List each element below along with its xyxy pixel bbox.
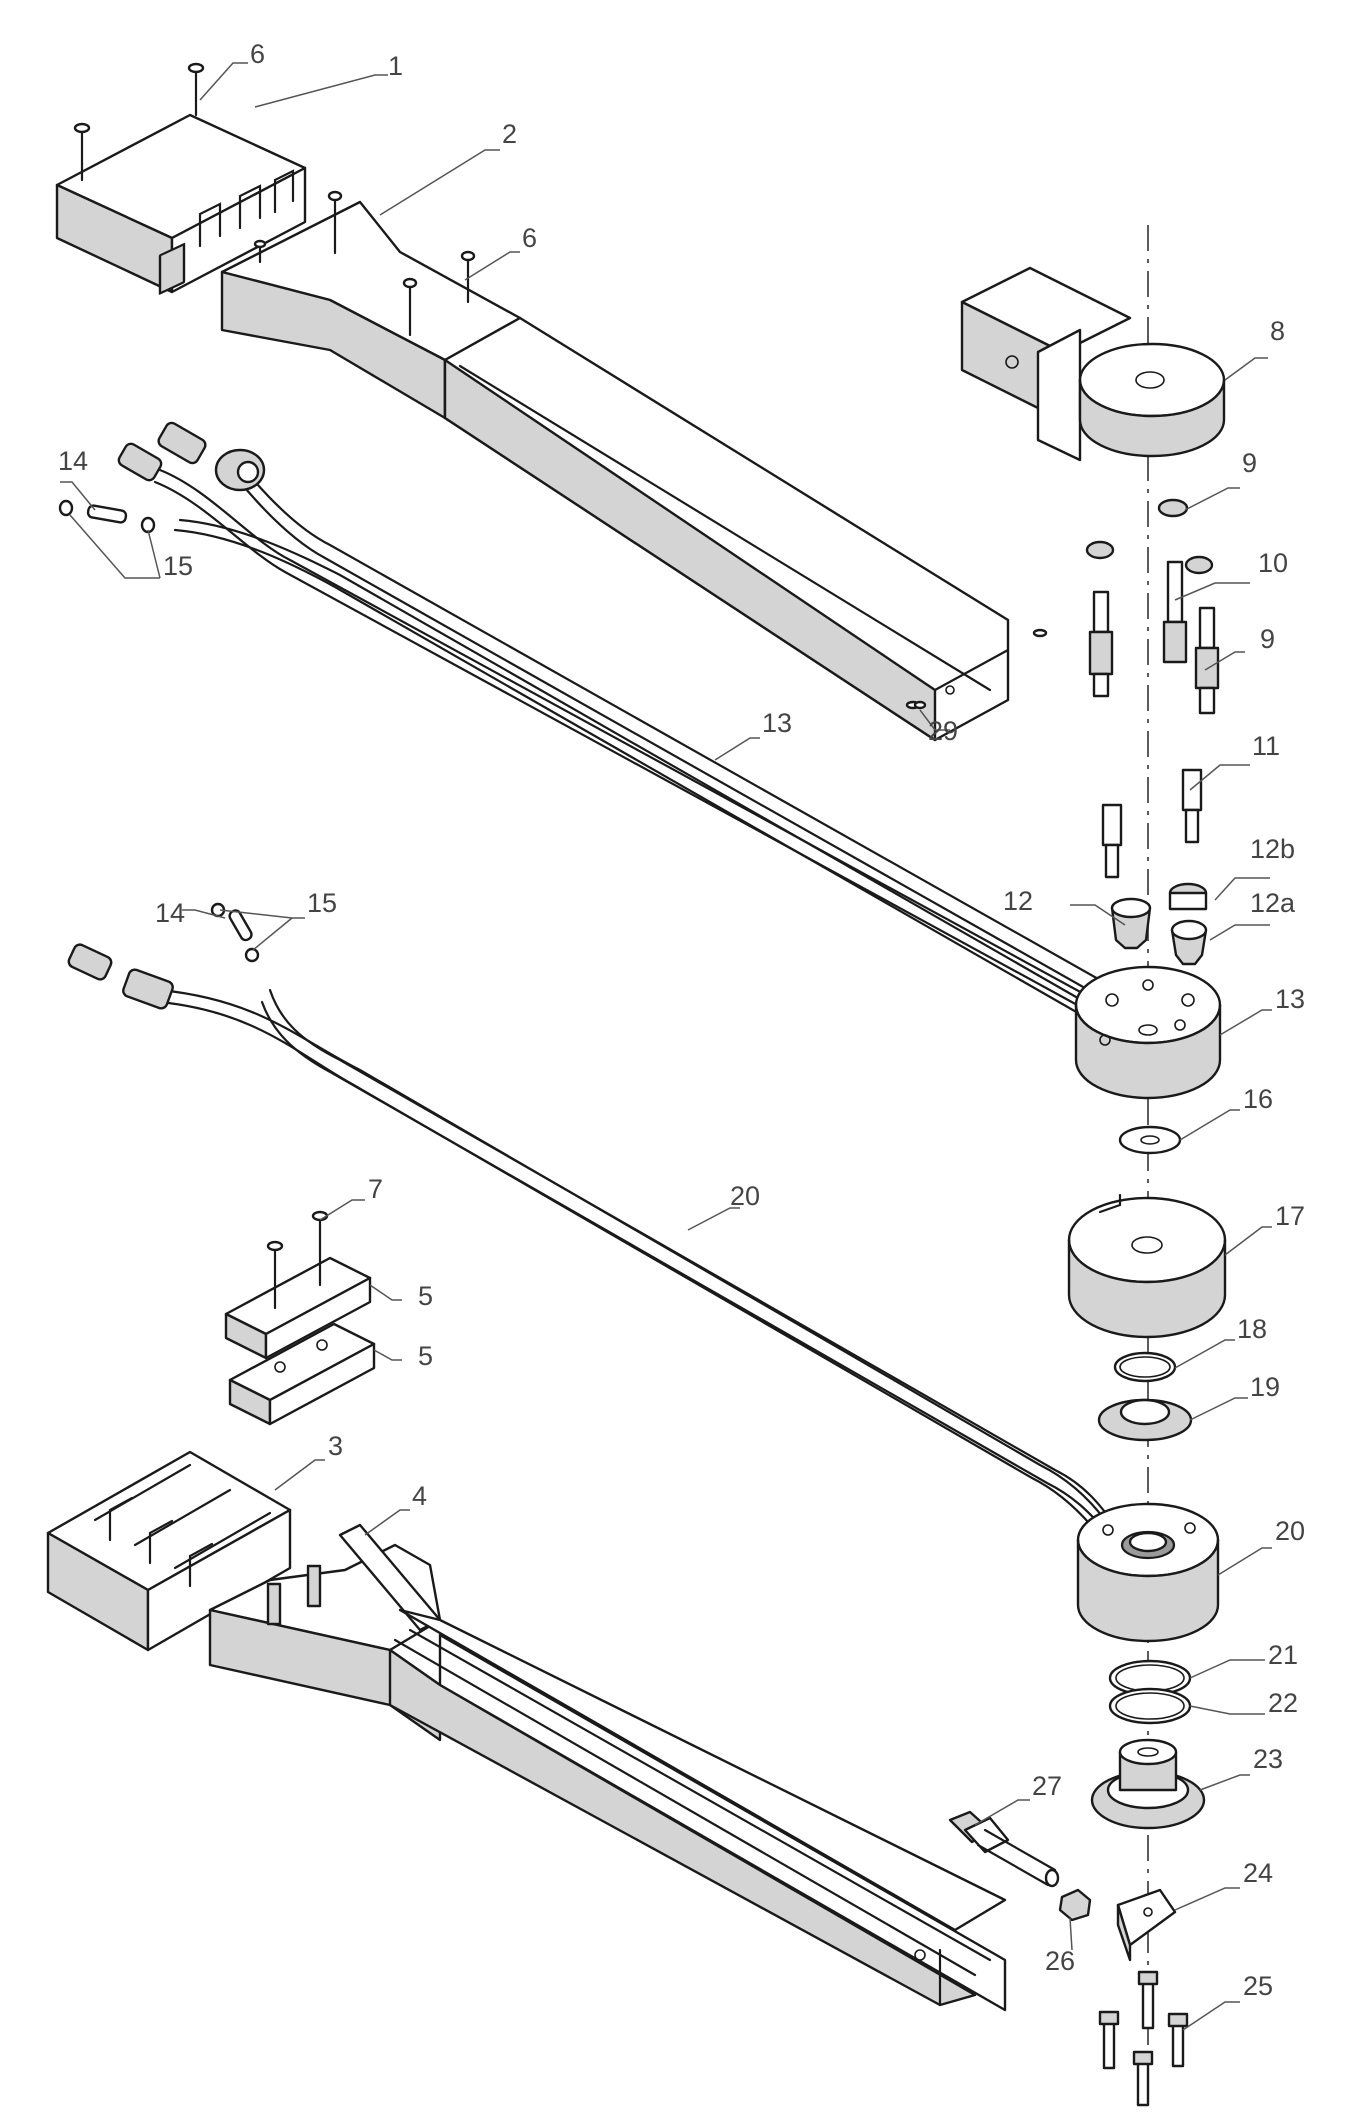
part-3-lower-block (46, 1450, 292, 1652)
callout-9-upper: 9 (1242, 448, 1257, 478)
callout-23: 23 (1253, 1744, 1283, 1774)
leader-lines (60, 62, 1272, 2031)
part-29-screw (913, 700, 927, 710)
callout-1: 1 (388, 51, 403, 81)
callout-15-upper: 15 (163, 551, 193, 581)
callout-7: 7 (368, 1174, 383, 1204)
callout-16: 16 (1243, 1084, 1273, 1114)
callout-13-tube: 13 (762, 708, 792, 738)
callout-17: 17 (1275, 1201, 1305, 1231)
part-8-arm-base (960, 266, 1226, 462)
part-2-tonearm-channel (220, 190, 1048, 742)
parts-14-15-pins (58, 499, 260, 963)
part-13-upper-tube-assembly (117, 421, 1222, 1100)
callout-26: 26 (1045, 1946, 1075, 1976)
callout-20-hub: 20 (1275, 1516, 1305, 1546)
callout-5-lower: 5 (418, 1341, 433, 1371)
callout-6-arm: 6 (522, 223, 537, 253)
callout-29: 29 (928, 716, 958, 746)
callout-8: 8 (1270, 316, 1285, 346)
callout-3: 3 (328, 1431, 343, 1461)
callout-14-lower: 14 (155, 898, 185, 928)
parts-16-19-rings (1067, 1125, 1227, 1442)
parts-9-to-12-pins (1085, 498, 1220, 966)
part-5-clamps (224, 1210, 376, 1426)
parts-26-27-nut-stud (948, 1810, 1092, 1922)
callout-20-tube: 20 (730, 1181, 760, 1211)
callout-18: 18 (1237, 1314, 1267, 1344)
callout-15-lower: 15 (307, 888, 337, 918)
callout-14-upper: 14 (58, 446, 88, 476)
callout-19: 19 (1250, 1372, 1280, 1402)
part-20-lower-tube-assembly (67, 943, 1220, 1643)
callout-22: 22 (1268, 1688, 1298, 1718)
callout-21: 21 (1268, 1640, 1298, 1670)
part-1-top-block (55, 62, 307, 295)
callout-12a: 12a (1250, 888, 1296, 918)
callout-10: 10 (1258, 548, 1288, 578)
callout-12: 12 (1003, 886, 1033, 916)
callout-5-upper: 5 (418, 1281, 433, 1311)
part-4-lower-channel (208, 1523, 1007, 2012)
callout-13-hub: 13 (1275, 984, 1305, 1014)
parts-21-25-lower-stack (1090, 1659, 1206, 2107)
callout-25: 25 (1243, 1971, 1273, 2001)
callout-2: 2 (502, 119, 517, 149)
callout-6-top: 6 (250, 39, 265, 69)
callout-12b: 12b (1250, 834, 1295, 864)
callout-27: 27 (1032, 1771, 1062, 1801)
callout-24: 24 (1243, 1858, 1273, 1888)
callout-4: 4 (412, 1481, 427, 1511)
callout-9-lower: 9 (1260, 624, 1275, 654)
callout-11: 11 (1252, 731, 1280, 761)
